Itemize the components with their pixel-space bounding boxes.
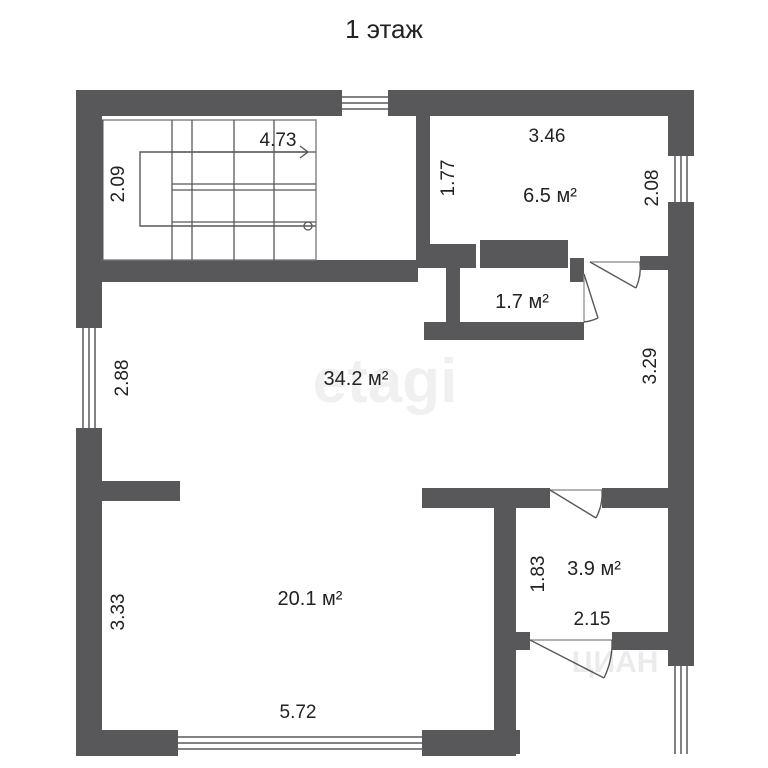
bath-wall-bottom <box>516 632 530 650</box>
room-area-top-right: 6.5 м² <box>523 185 577 207</box>
dim-hall-left: 2.88 <box>112 360 133 397</box>
room-top-right-wall-bottom-2 <box>480 240 568 268</box>
watermark-center: etagi <box>313 347 458 416</box>
window-bottom <box>178 728 422 758</box>
room-area-bathroom: 3.9 м² <box>567 558 621 580</box>
closet-wall-left <box>446 262 460 340</box>
bath-wall-bottom-2 <box>612 632 672 650</box>
door-closet <box>583 273 599 323</box>
closet-wall-right <box>570 258 584 282</box>
watermark-bottom-right: ЦИАН <box>572 646 659 679</box>
bath-wall-left <box>494 504 516 756</box>
dim-top-right-left: 1.77 <box>438 160 459 197</box>
dim-bath-width: 2.15 <box>574 609 611 630</box>
stair-wall-bottom <box>100 260 418 282</box>
dim-top-right-right: 2.08 <box>642 170 663 207</box>
room-area-closet: 1.7 м² <box>495 291 549 313</box>
dim-living-bottom: 5.72 <box>280 702 317 723</box>
window-top <box>342 88 388 118</box>
dim-bath-left: 1.83 <box>528 556 549 593</box>
window-right <box>666 156 696 202</box>
window-bottom-right <box>516 666 696 758</box>
door-bath-top <box>549 489 603 519</box>
room-area-living: 20.1 м² <box>278 588 343 610</box>
window-left <box>74 328 104 428</box>
divider-wall-right <box>422 488 550 508</box>
divider-wall-right-2 <box>602 488 672 508</box>
room-top-right-wall-left <box>416 112 430 268</box>
dim-stair-width: 2.09 <box>108 166 129 203</box>
dim-stair-length: 4.73 <box>260 130 297 151</box>
room-area-main-hall: 34.2 м² <box>324 368 389 390</box>
dim-hall-right: 3.29 <box>640 348 661 385</box>
dim-living-left: 3.33 <box>108 594 129 631</box>
windows <box>74 88 696 758</box>
floor-title: 1 этаж <box>345 14 423 44</box>
doors <box>529 261 642 679</box>
dim-top-right-width: 3.46 <box>529 126 566 147</box>
door-bath-bottom <box>529 639 613 679</box>
door-top-right <box>589 261 642 289</box>
staircase <box>100 119 317 261</box>
room-top-right-wall-bottom-3 <box>640 256 670 270</box>
divider-wall-left <box>100 481 180 501</box>
closet-wall-bottom <box>424 322 584 340</box>
